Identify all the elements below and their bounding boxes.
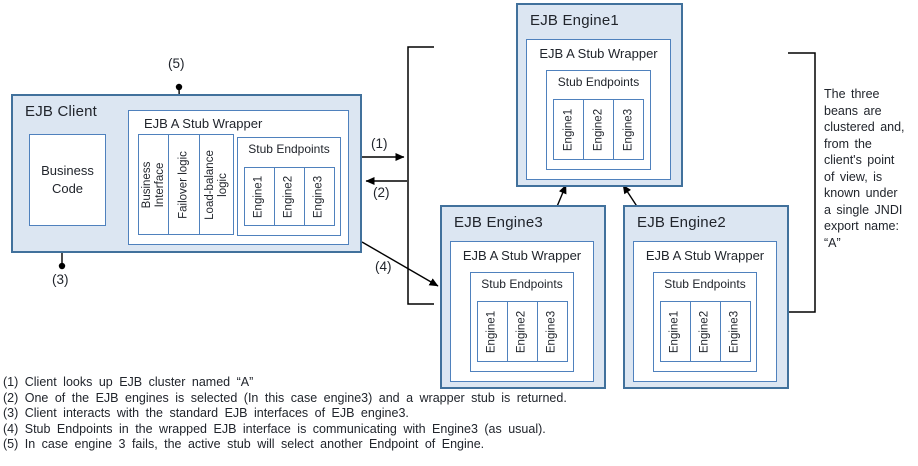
engine1-stub-endpoints-box: Stub Endpoints Engine1 Engine2 Engine3 [546,70,651,170]
step-label-1: (1) [371,136,388,151]
ejb-engine2-box: EJB Engine2 EJB A Stub Wrapper Stub Endp… [623,205,789,389]
footnote-5: (5) In case engine 3 fails, the active s… [3,437,485,452]
step3-dot-bottom [58,262,66,270]
endpoint-engine3-cell: Engine3 [613,99,644,160]
endpoint-engine2-label: Engine2 [282,175,295,218]
client-stub-wrapper-title: EJB A Stub Wrapper [144,116,263,131]
endpoint-engine2-cell: Engine2 [506,301,538,362]
ejb-engine3-title: EJB Engine3 [454,214,543,231]
endpoint-engine1-label: Engine1 [668,310,681,353]
endpoint-engine1-label: Engine1 [252,175,265,218]
engine3-stub-endpoints-title: Stub Endpoints [481,277,563,291]
engine1-stub-wrapper-box: EJB A Stub Wrapper Stub Endpoints Engine… [526,39,671,180]
endpoint-engine2-label: Engine2 [515,310,528,353]
load-balance-logic-cell: Load-balance logic [199,134,234,235]
endpoint-engine2-cell: Engine2 [273,167,305,226]
ejb-client-box: EJB Client Business Code EJB A Stub Wrap… [11,94,362,253]
footnote-2: (2) One of the EJB engines is selected (… [3,390,567,405]
footnote-3: (3) Client interacts with the standard E… [3,406,409,421]
engine2-stub-endpoints-title: Stub Endpoints [664,277,746,291]
footnote-4: (4) Stub Endpoints in the wrapped EJB in… [3,421,546,436]
engine3-stub-wrapper-title: EJB A Stub Wrapper [462,248,582,263]
endpoint-engine3-label: Engine3 [621,108,634,151]
engine1-endpoint-cells: Engine1 Engine2 Engine3 [547,99,650,160]
logic-columns: Business Interface Failover logic Load-b… [138,134,234,235]
right-bracket [788,52,816,313]
client-endpoint-cells: Engine1 Engine2 Engine3 [238,167,340,226]
client-stub-endpoints-title: Stub Endpoints [248,142,330,156]
engine3-stub-wrapper-box: EJB A Stub Wrapper Stub Endpoints Engine… [450,241,594,382]
business-interface-label: Business Interface [140,161,166,208]
endpoint-engine3-label: Engine3 [728,310,741,353]
engine1-stub-endpoints-title: Stub Endpoints [557,75,640,89]
ejb-engine3-box: EJB Engine3 EJB A Stub Wrapper Stub Endp… [440,205,606,389]
endpoint-engine3-cell: Engine3 [719,301,751,362]
ejb-client-title: EJB Client [25,103,98,120]
engine2-endpoint-cells: Engine1 Engine2 Engine3 [654,301,756,362]
endpoint-engine1-cell: Engine1 [659,301,691,362]
endpoint-engine2-label: Engine2 [698,310,711,353]
footnote-1: (1) Client looks up EJB cluster named “A… [3,375,254,389]
endpoint-engine1-label: Engine1 [485,310,498,353]
client-stub-endpoints-box: Stub Endpoints Engine1 Engine2 Engine3 [237,137,341,236]
endpoint-engine3-label: Engine3 [545,310,558,353]
endpoint-engine1-label: Engine1 [561,108,574,151]
endpoint-engine3-cell: Engine3 [536,301,568,362]
client-stub-wrapper-box: EJB A Stub Wrapper Business Interface Fa… [128,110,349,245]
engine3-stub-endpoints-box: Stub Endpoints Engine1 Engine2 Engine3 [470,272,574,372]
engine2-stub-wrapper-title: EJB A Stub Wrapper [645,248,765,263]
step-label-5: (5) [168,56,185,71]
endpoint-engine2-cell: Engine2 [583,99,614,160]
engine3-endpoint-cells: Engine1 Engine2 Engine3 [471,301,573,362]
arrow-4 [361,241,439,287]
engine1-stub-wrapper-title: EJB A Stub Wrapper [539,46,658,61]
side-note: The three beans are clustered and, from … [824,87,905,250]
ejb-engine1-title: EJB Engine1 [530,12,619,29]
footnotes: (1) Client looks up EJB cluster named “A… [3,375,567,453]
endpoint-engine3-label: Engine3 [312,175,325,218]
engine2-stub-endpoints-box: Stub Endpoints Engine1 Engine2 Engine3 [653,272,757,372]
ejb-engine1-box: EJB Engine1 EJB A Stub Wrapper Stub Endp… [516,3,683,187]
step-label-2: (2) [373,185,390,200]
endpoint-engine2-cell: Engine2 [689,301,721,362]
business-interface-cell: Business Interface [138,134,169,235]
step-label-3: (3) [52,272,69,287]
business-code-box: Business Code [29,134,106,226]
endpoint-engine1-cell: Engine1 [243,167,275,226]
left-bracket [407,46,434,305]
endpoint-engine1-cell: Engine1 [476,301,508,362]
endpoint-engine3-cell: Engine3 [303,167,335,226]
failover-logic-cell: Failover logic [168,134,200,235]
step-label-4: (4) [375,259,392,274]
step5-dot-top [175,83,183,91]
engine2-stub-wrapper-box: EJB A Stub Wrapper Stub Endpoints Engine… [633,241,777,382]
ejb-engine2-title: EJB Engine2 [637,214,726,231]
endpoint-engine2-label: Engine2 [591,108,604,151]
failover-logic-label: Failover logic [177,150,190,219]
endpoint-engine1-cell: Engine1 [553,99,584,160]
load-balance-logic-label: Load-balance logic [203,149,229,220]
